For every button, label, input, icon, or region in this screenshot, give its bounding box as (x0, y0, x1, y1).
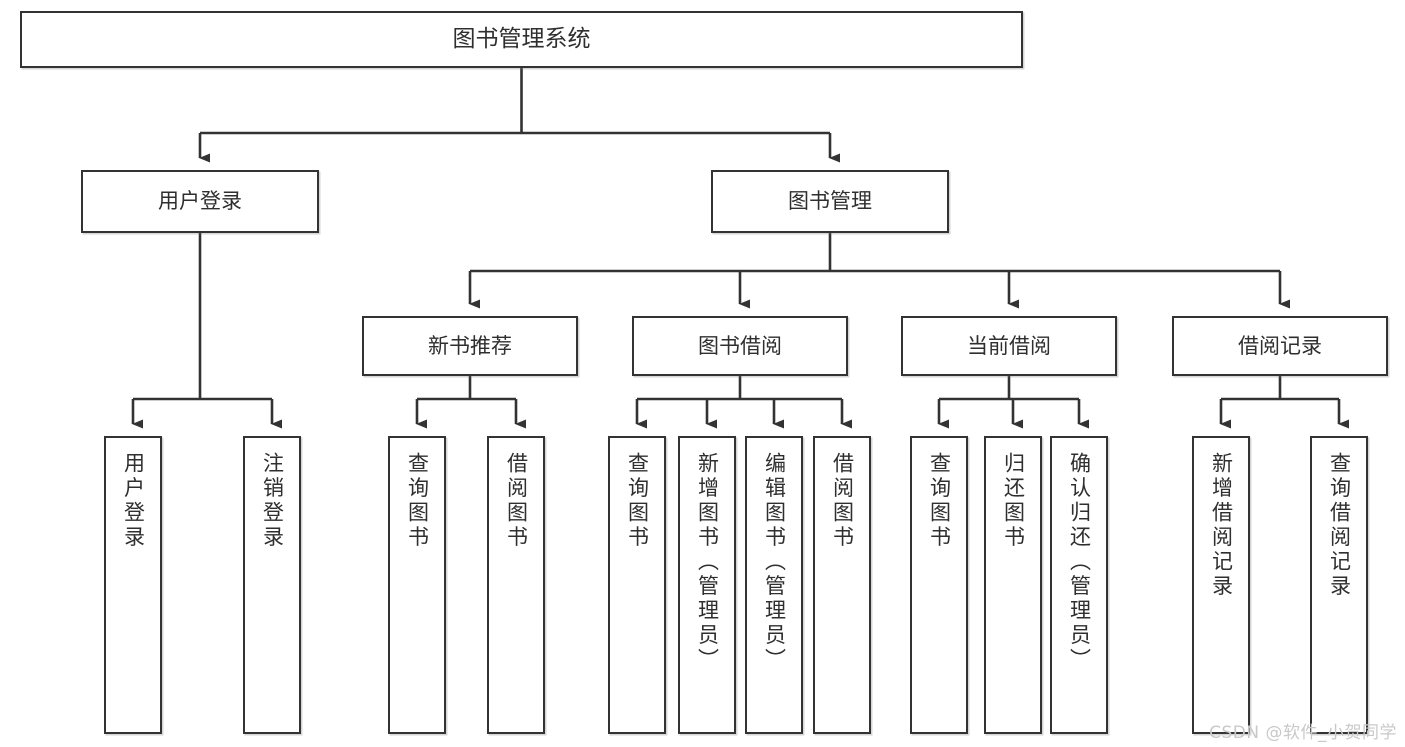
leaf-query-book-current-label: 查询图书 (927, 452, 952, 550)
node-root-system[interactable]: 图书管理系统 (20, 11, 1023, 68)
leaf-query-book-newbook[interactable]: 查询图书 (388, 436, 446, 734)
edges-borrowbook-to-leaves (635, 376, 852, 429)
leaf-borrow-book[interactable]: 借阅图书 (813, 436, 871, 734)
node-book-management[interactable]: 图书管理 (711, 170, 949, 233)
leaf-borrow-book-newbook-label: 借阅图书 (504, 452, 529, 550)
edges-newbook-to-leaves (415, 376, 526, 429)
edges-borrowrecord-to-leaves (1219, 376, 1349, 429)
leaf-query-book-borrow[interactable]: 查询图书 (608, 436, 666, 734)
leaf-user-login-label: 用户登录 (121, 452, 146, 550)
node-borrow-record-label: 借阅记录 (1238, 333, 1322, 358)
leaf-edit-book-admin-label: 编辑图书（管理员） (762, 452, 787, 673)
leaf-add-book-admin[interactable]: 新增图书（管理员） (678, 436, 736, 734)
node-current-borrow[interactable]: 当前借阅 (901, 316, 1117, 376)
node-book-management-label: 图书管理 (788, 189, 872, 214)
leaf-query-borrow-record[interactable]: 查询借阅记录 (1310, 436, 1368, 734)
leaf-return-book-label: 归还图书 (1001, 452, 1026, 550)
node-borrow-record[interactable]: 借阅记录 (1172, 316, 1388, 376)
node-root-system-label: 图书管理系统 (452, 26, 591, 53)
leaf-borrow-book-label: 借阅图书 (830, 452, 855, 550)
leaf-query-borrow-record-label: 查询借阅记录 (1327, 452, 1352, 599)
leaf-confirm-return-admin[interactable]: 确认归还（管理员） (1050, 436, 1108, 734)
node-book-borrow[interactable]: 图书借阅 (632, 316, 848, 376)
node-book-borrow-label: 图书借阅 (698, 333, 782, 358)
node-new-book-recommend-label: 新书推荐 (428, 333, 512, 358)
leaf-add-borrow-record[interactable]: 新增借阅记录 (1192, 436, 1250, 734)
leaf-query-book-current[interactable]: 查询图书 (910, 436, 968, 734)
leaf-confirm-return-admin-label: 确认归还（管理员） (1067, 452, 1092, 673)
node-new-book-recommend[interactable]: 新书推荐 (362, 316, 578, 376)
edges-level2-bookmgmt-to-level3 (468, 233, 1290, 309)
csdn-watermark: CSDN @软件_小贺同学 (1209, 723, 1397, 743)
edges-currentborrow-to-leaves (937, 376, 1089, 429)
leaf-add-borrow-record-label: 新增借阅记录 (1209, 452, 1234, 599)
leaf-return-book[interactable]: 归还图书 (984, 436, 1042, 734)
leaf-add-book-admin-label: 新增图书（管理员） (695, 452, 720, 673)
leaf-logout-label: 注销登录 (260, 452, 285, 550)
node-current-borrow-label: 当前借阅 (967, 333, 1051, 358)
edges-level2-userlogin-to-leaves (131, 233, 282, 429)
leaf-query-book-borrow-label: 查询图书 (625, 452, 650, 550)
leaf-user-login[interactable]: 用户登录 (104, 436, 162, 734)
leaf-query-book-newbook-label: 查询图书 (405, 452, 430, 550)
edges-root-to-level2 (198, 68, 840, 163)
leaf-logout[interactable]: 注销登录 (243, 436, 301, 734)
node-user-login-label: 用户登录 (158, 189, 242, 214)
leaf-edit-book-admin[interactable]: 编辑图书（管理员） (745, 436, 803, 734)
leaf-borrow-book-newbook[interactable]: 借阅图书 (487, 436, 545, 734)
node-user-login[interactable]: 用户登录 (81, 170, 319, 233)
